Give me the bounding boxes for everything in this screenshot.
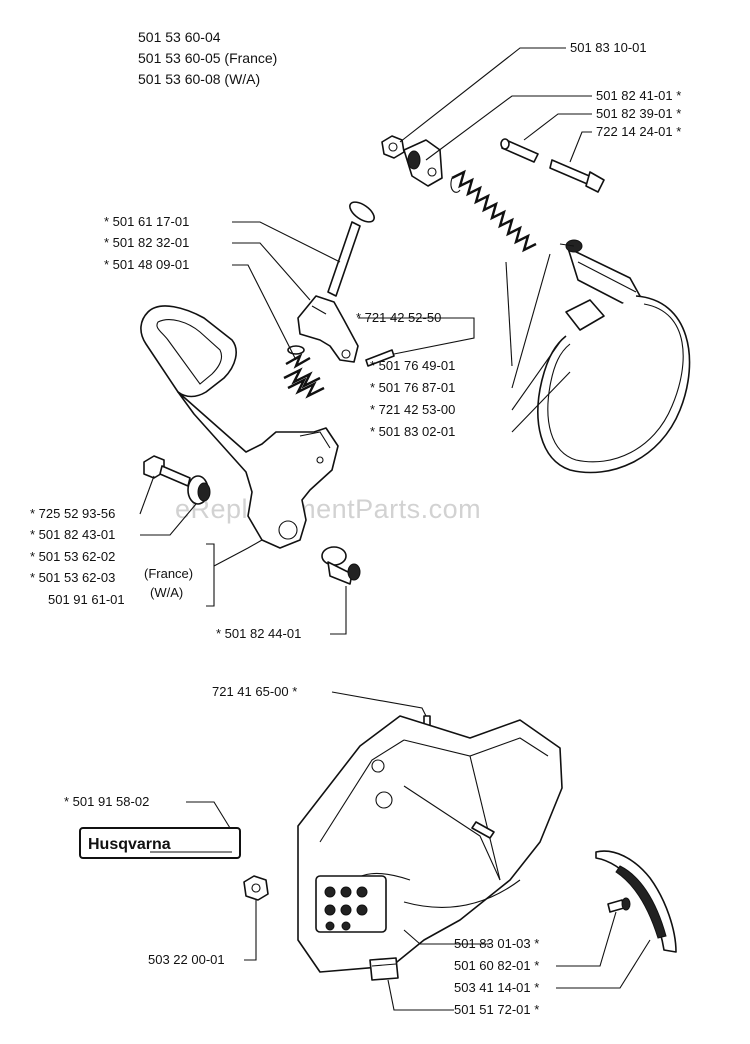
stud-part bbox=[321, 546, 361, 585]
link-pin-part bbox=[327, 201, 375, 297]
chain-catcher-part bbox=[595, 850, 677, 953]
label-722-14-24-01: 722 14 24-01 * bbox=[596, 124, 681, 139]
catcher-screw-part bbox=[607, 897, 631, 913]
label-725-52-93-56: * 725 52 93-56 bbox=[30, 506, 115, 521]
label-501-82-32-01: * 501 82 32-01 bbox=[104, 235, 189, 250]
header-part-numbers: 501 53 60-04 501 53 60-05 (France) 501 5… bbox=[138, 29, 277, 87]
deflector-plate-part bbox=[369, 957, 399, 981]
label-501-61-17-01: * 501 61 17-01 bbox=[104, 214, 189, 229]
chain-cover-drawing: Husqvarna bbox=[79, 715, 677, 981]
label-721-41-65-00: 721 41 65-00 * bbox=[212, 684, 297, 699]
brake-assembly-drawing bbox=[140, 135, 691, 585]
label-501-76-87-01: * 501 76 87-01 bbox=[370, 380, 455, 395]
label-501-51-72-01: 501 51 72-01 * bbox=[454, 1002, 539, 1017]
nameplate-text: Husqvarna bbox=[88, 836, 171, 853]
cover-nut-part bbox=[243, 875, 269, 901]
roll-pin-part bbox=[365, 349, 395, 367]
header-line-1: 501 53 60-04 bbox=[138, 29, 221, 45]
label-721-42-52-50: * 721 42 52-50 bbox=[356, 310, 441, 325]
label-501-82-39-01: 501 82 39-01 * bbox=[596, 106, 681, 121]
hand-guard-part bbox=[140, 305, 339, 549]
nameplate-part: Husqvarna bbox=[79, 827, 241, 859]
label-501-82-44-01: * 501 82 44-01 bbox=[216, 626, 301, 641]
label-501-76-49-01: * 501 76 49-01 bbox=[370, 358, 455, 373]
header-line-3: 501 53 60-08 (W/A) bbox=[138, 71, 260, 87]
label-501-83-01-03: 501 83 01-03 * bbox=[454, 936, 539, 951]
label-501-91-61-01: 501 91 61-01 bbox=[48, 592, 125, 607]
pin-part bbox=[500, 138, 539, 163]
label-501-91-58-02: * 501 91 58-02 bbox=[64, 794, 149, 809]
label-503-41-14-01: 503 41 14-01 * bbox=[454, 980, 539, 995]
label-wa: (W/A) bbox=[150, 585, 183, 600]
label-501-60-82-01: 501 60 82-01 * bbox=[454, 958, 539, 973]
brake-band-part bbox=[537, 239, 691, 474]
watermark: eReplacementParts.com bbox=[175, 494, 481, 524]
label-501-83-10-01: 501 83 10-01 bbox=[570, 40, 647, 55]
bracket-part bbox=[403, 139, 443, 187]
label-501-48-09-01: * 501 48 09-01 bbox=[104, 257, 189, 272]
part-labels: 501 83 10-01 501 82 41-01 * 501 82 39-01… bbox=[30, 40, 681, 1017]
header-line-2: 501 53 60-05 (France) bbox=[138, 50, 277, 66]
spacer-part bbox=[187, 475, 211, 505]
leader-lines bbox=[139, 47, 651, 1011]
label-501-82-43-01: * 501 82 43-01 bbox=[30, 527, 115, 542]
label-503-22-00-01: 503 22 00-01 bbox=[148, 952, 225, 967]
label-501-83-02-01: * 501 83 02-01 bbox=[370, 424, 455, 439]
lever-part bbox=[297, 295, 359, 363]
label-721-42-53-00: * 721 42 53-00 bbox=[370, 402, 455, 417]
screw-part bbox=[549, 159, 605, 193]
bolt-part bbox=[143, 455, 191, 487]
label-501-53-62-02: * 501 53 62-02 bbox=[30, 549, 115, 564]
small-spring-part bbox=[283, 345, 325, 399]
label-501-82-41-01: 501 82 41-01 * bbox=[596, 88, 681, 103]
nut-part bbox=[381, 135, 405, 159]
label-501-53-62-03: * 501 53 62-03 bbox=[30, 570, 115, 585]
brake-spring-part bbox=[450, 169, 537, 253]
chain-cover-part bbox=[297, 715, 563, 973]
label-france: (France) bbox=[144, 566, 193, 581]
